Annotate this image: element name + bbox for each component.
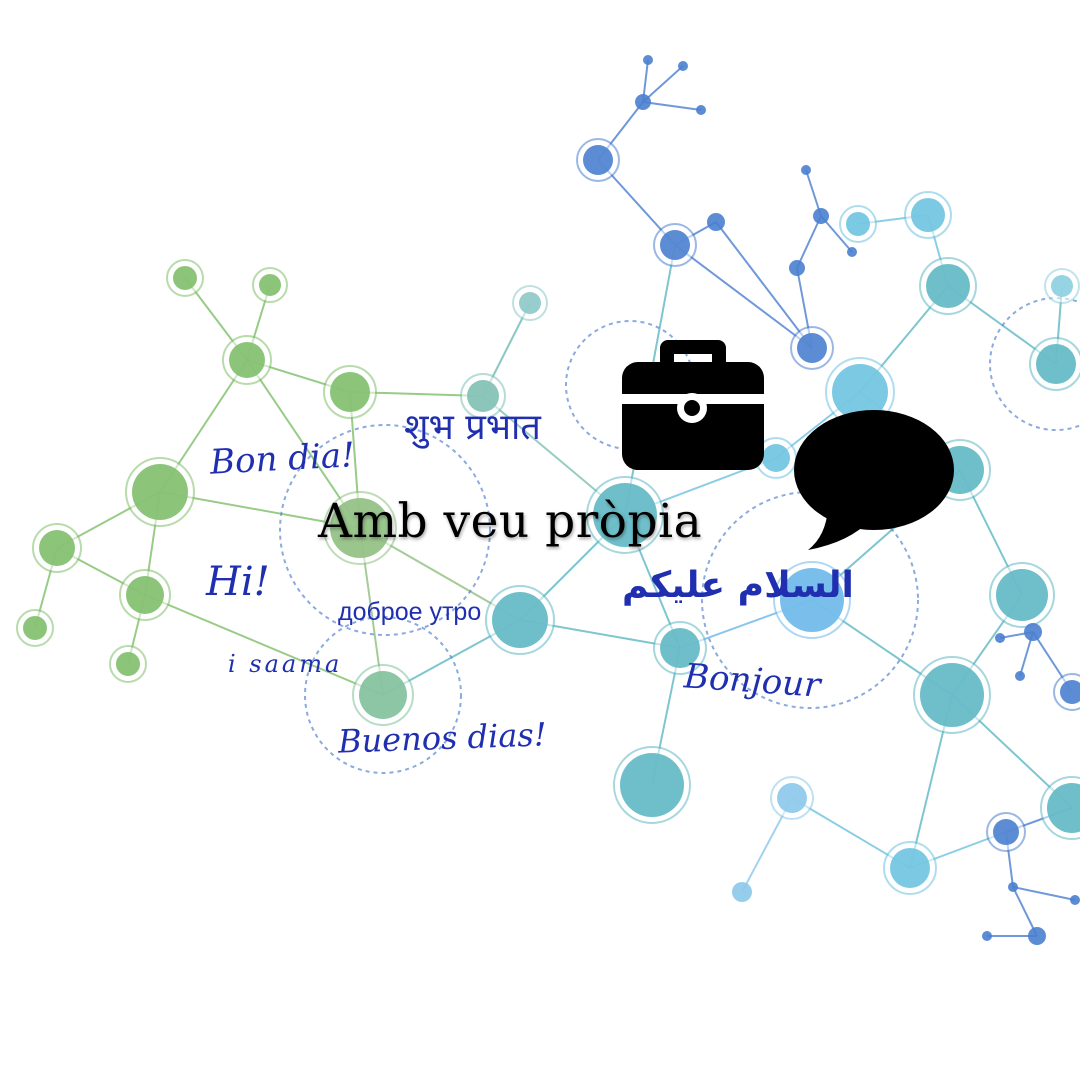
greeting-spanish: Buenos dias! bbox=[337, 715, 548, 761]
network-node bbox=[847, 247, 857, 257]
network-link bbox=[1012, 886, 1038, 937]
network-node bbox=[39, 530, 75, 566]
briefcase-icon bbox=[620, 340, 766, 470]
network-node bbox=[635, 94, 651, 110]
network-node bbox=[996, 569, 1048, 621]
network-node bbox=[126, 576, 164, 614]
network-node bbox=[696, 105, 706, 115]
network-link bbox=[642, 65, 684, 103]
greeting-english: Hi! bbox=[206, 559, 270, 605]
network-node bbox=[23, 616, 47, 640]
network-node bbox=[1028, 927, 1046, 945]
network-node bbox=[643, 55, 653, 65]
network-node bbox=[813, 208, 829, 224]
network-node bbox=[678, 61, 688, 71]
network-node bbox=[660, 628, 700, 668]
network-node bbox=[229, 342, 265, 378]
greeting-catalan: Bon dia! bbox=[209, 435, 356, 483]
network-node bbox=[993, 819, 1019, 845]
network-node bbox=[1060, 680, 1080, 704]
dashed-ring bbox=[701, 491, 919, 709]
network-node bbox=[982, 931, 992, 941]
greeting-other: i saama bbox=[228, 650, 343, 678]
network-node bbox=[995, 633, 1005, 643]
speech-bubble-icon bbox=[794, 410, 954, 550]
network-node bbox=[116, 652, 140, 676]
network-node bbox=[1051, 275, 1073, 297]
greeting-russian: доброе утро bbox=[338, 598, 482, 626]
network-node bbox=[330, 372, 370, 412]
dashed-ring bbox=[279, 424, 491, 636]
network-node bbox=[801, 165, 811, 175]
network-node bbox=[1070, 895, 1080, 905]
network-node bbox=[1008, 882, 1018, 892]
network-node bbox=[519, 292, 541, 314]
network-link bbox=[674, 244, 813, 349]
network-node bbox=[330, 498, 390, 558]
network-node bbox=[789, 260, 805, 276]
greeting-french: Bonjour bbox=[682, 656, 822, 706]
network-link bbox=[642, 101, 702, 111]
network-node bbox=[467, 380, 499, 412]
network-node bbox=[911, 198, 945, 232]
greeting-arabic: السلام عليكم bbox=[622, 565, 854, 606]
network-node bbox=[920, 663, 984, 727]
network-node bbox=[797, 333, 827, 363]
network-node bbox=[259, 274, 281, 296]
dashed-ring bbox=[304, 616, 462, 774]
network-node bbox=[890, 848, 930, 888]
network-node bbox=[1047, 783, 1080, 833]
network-node bbox=[832, 364, 888, 420]
network-node bbox=[846, 212, 870, 236]
network-link bbox=[1012, 886, 1076, 901]
network-node bbox=[926, 264, 970, 308]
network-node bbox=[1024, 623, 1042, 641]
network-node bbox=[780, 568, 844, 632]
network-node bbox=[762, 444, 790, 472]
network-node bbox=[359, 671, 407, 719]
network-node bbox=[707, 213, 725, 231]
network-link bbox=[144, 594, 384, 696]
network-node bbox=[777, 783, 807, 813]
greeting-hindi: शुभ प्रभात bbox=[404, 407, 541, 448]
network-node bbox=[1036, 344, 1076, 384]
network-link bbox=[715, 221, 813, 349]
network-node bbox=[732, 882, 752, 902]
network-node bbox=[1015, 671, 1025, 681]
network-node bbox=[492, 592, 548, 648]
network-node bbox=[173, 266, 197, 290]
network-link bbox=[796, 215, 822, 269]
page-title: Amb veu pròpia bbox=[318, 494, 703, 549]
network-node bbox=[620, 753, 684, 817]
network-node bbox=[583, 145, 613, 175]
network-node bbox=[593, 483, 657, 547]
network-link bbox=[805, 169, 822, 217]
network-node bbox=[660, 230, 690, 260]
network-node bbox=[132, 464, 188, 520]
